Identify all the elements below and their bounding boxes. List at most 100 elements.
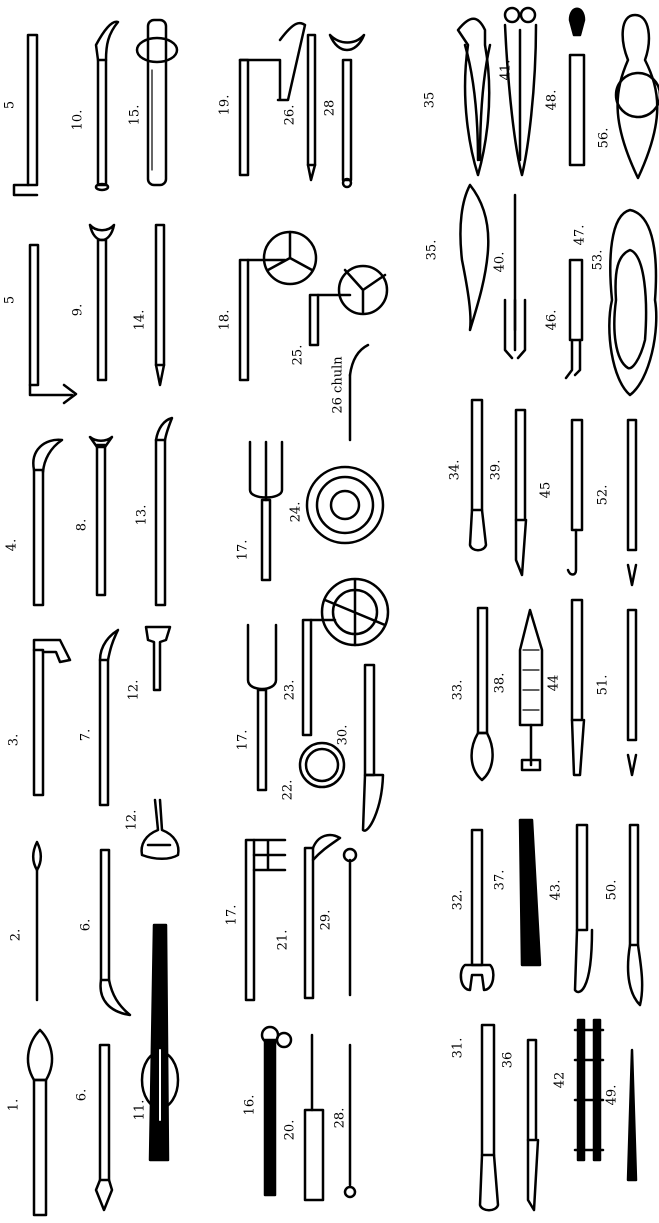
label-21: 21. bbox=[275, 929, 291, 951]
instrument-44-rasp bbox=[518, 608, 544, 772]
instrument-51-knife bbox=[570, 598, 586, 777]
label-16: 16. bbox=[242, 1094, 258, 1116]
instrument-52-hook-rod bbox=[566, 418, 584, 576]
label-9: 9. bbox=[70, 303, 86, 317]
instrument-49-needle bbox=[626, 1048, 638, 1182]
instrument-52-probe bbox=[626, 418, 638, 587]
instrument-17-rake bbox=[244, 838, 287, 1002]
instrument-10-hook bbox=[94, 20, 120, 192]
instrument-3-offset-probe bbox=[32, 638, 72, 797]
instrument-45-blade bbox=[514, 408, 528, 577]
label-5a: 5 bbox=[2, 100, 18, 110]
instrument-4-curved-knife bbox=[32, 438, 64, 607]
label-47: 47. bbox=[572, 224, 588, 246]
label-34: 34. bbox=[447, 459, 463, 481]
label-17a: 17. bbox=[235, 539, 251, 561]
instrument-53-loop-forceps bbox=[608, 208, 658, 397]
label-31: 31. bbox=[450, 1037, 466, 1059]
label-51: 51. bbox=[595, 674, 611, 696]
label-32: 32. bbox=[450, 889, 466, 911]
label-35b: 35. bbox=[424, 239, 440, 261]
label-5b: 5 bbox=[2, 295, 18, 305]
instrument-24-ring bbox=[305, 465, 385, 545]
instrument-29-probe bbox=[342, 847, 358, 997]
label-20: 20. bbox=[282, 1119, 298, 1141]
instrument-34-spatula bbox=[468, 398, 488, 552]
label-41: 41. bbox=[498, 59, 514, 81]
instrument-12-cup bbox=[140, 798, 180, 860]
label-38: 38. bbox=[492, 672, 508, 694]
label-1: 1. bbox=[6, 1098, 22, 1112]
label-18: 18. bbox=[217, 309, 233, 331]
label-26a: 26. bbox=[282, 104, 298, 126]
instrument-2-probe bbox=[32, 840, 42, 1002]
instrument-5-arrow-probe bbox=[28, 243, 78, 405]
label-45: 45 bbox=[538, 481, 554, 499]
label-8: 8. bbox=[74, 518, 90, 532]
label-23: 23. bbox=[282, 679, 298, 701]
label-39: 39. bbox=[488, 459, 504, 481]
instrument-26-hook bbox=[348, 343, 370, 442]
label-37: 37. bbox=[492, 869, 508, 891]
instrument-28-rod bbox=[343, 1043, 357, 1199]
instrument-28-forked-rod bbox=[328, 33, 366, 189]
label-2: 2. bbox=[8, 928, 24, 942]
label-22: 22. bbox=[280, 779, 296, 801]
label-12b: 12. bbox=[124, 809, 140, 831]
label-30: 30. bbox=[335, 724, 351, 746]
instrument-19-funnel-probe bbox=[238, 21, 307, 177]
label-24: 24. bbox=[288, 501, 304, 523]
instrument-11-forceps bbox=[140, 923, 180, 1162]
instrument-56-ring-blade bbox=[614, 13, 659, 180]
label-46: 46. bbox=[544, 309, 560, 331]
label-50: 50. bbox=[604, 879, 620, 901]
instrument-36-blade bbox=[526, 1038, 540, 1212]
label-33: 33. bbox=[450, 679, 466, 701]
instrument-32-forked-rod bbox=[459, 828, 495, 992]
instrument-30-knife bbox=[361, 663, 385, 832]
label-25: 25. bbox=[290, 344, 306, 366]
label-29: 29. bbox=[318, 909, 334, 931]
label-15: 15. bbox=[127, 104, 143, 126]
instrument-18-ring-probe bbox=[238, 230, 318, 382]
instrument-50-curved-blade bbox=[626, 823, 644, 1007]
instrument-15-cylinder bbox=[135, 18, 179, 187]
instrument-13-curved-rod bbox=[154, 416, 174, 607]
instrument-40-forked-hook bbox=[503, 193, 527, 360]
label-14: 14. bbox=[132, 309, 148, 331]
instrument-26-probe bbox=[306, 33, 317, 182]
instrument-22-ring bbox=[298, 741, 346, 789]
label-53: 53. bbox=[590, 249, 606, 271]
instrument-17-fork bbox=[246, 623, 278, 792]
instrument-42-double-rod bbox=[573, 1018, 605, 1162]
instrument-14-round-rod bbox=[154, 223, 166, 387]
label-19: 19. bbox=[217, 94, 233, 116]
instrument-17-trident bbox=[248, 440, 284, 582]
instrument-43-file bbox=[518, 818, 542, 967]
label-11: 11. bbox=[132, 1099, 148, 1121]
instrument-6-pointed-rod bbox=[94, 1043, 114, 1212]
instrument-48-spatula bbox=[568, 7, 586, 167]
label-49: 49. bbox=[604, 1084, 620, 1106]
label-6a: 6. bbox=[78, 918, 94, 932]
label-3: 3. bbox=[6, 733, 22, 747]
instrument-12-small-spoon bbox=[144, 625, 172, 692]
label-40: 40. bbox=[492, 251, 508, 273]
label-10: 10. bbox=[70, 109, 86, 131]
instrument-16-clamp bbox=[260, 1025, 293, 1197]
label-28a: 28 bbox=[322, 99, 338, 117]
label-4: 4. bbox=[4, 538, 20, 552]
instrument-9-forked-probe bbox=[88, 223, 116, 382]
label-56: 56. bbox=[596, 127, 612, 149]
label-36: 36 bbox=[500, 1051, 516, 1069]
label-35a: 35 bbox=[422, 91, 438, 109]
label-44: 44 bbox=[546, 674, 562, 692]
instrument-50-spatula bbox=[573, 823, 594, 994]
instrument-46-double-hook bbox=[564, 258, 584, 380]
instrument-5-l-probe bbox=[12, 33, 39, 197]
instrument-25-ring-probe bbox=[308, 264, 389, 347]
instrument-8-spatula bbox=[88, 435, 114, 597]
instrument-20-needle-holder bbox=[303, 1033, 325, 1202]
